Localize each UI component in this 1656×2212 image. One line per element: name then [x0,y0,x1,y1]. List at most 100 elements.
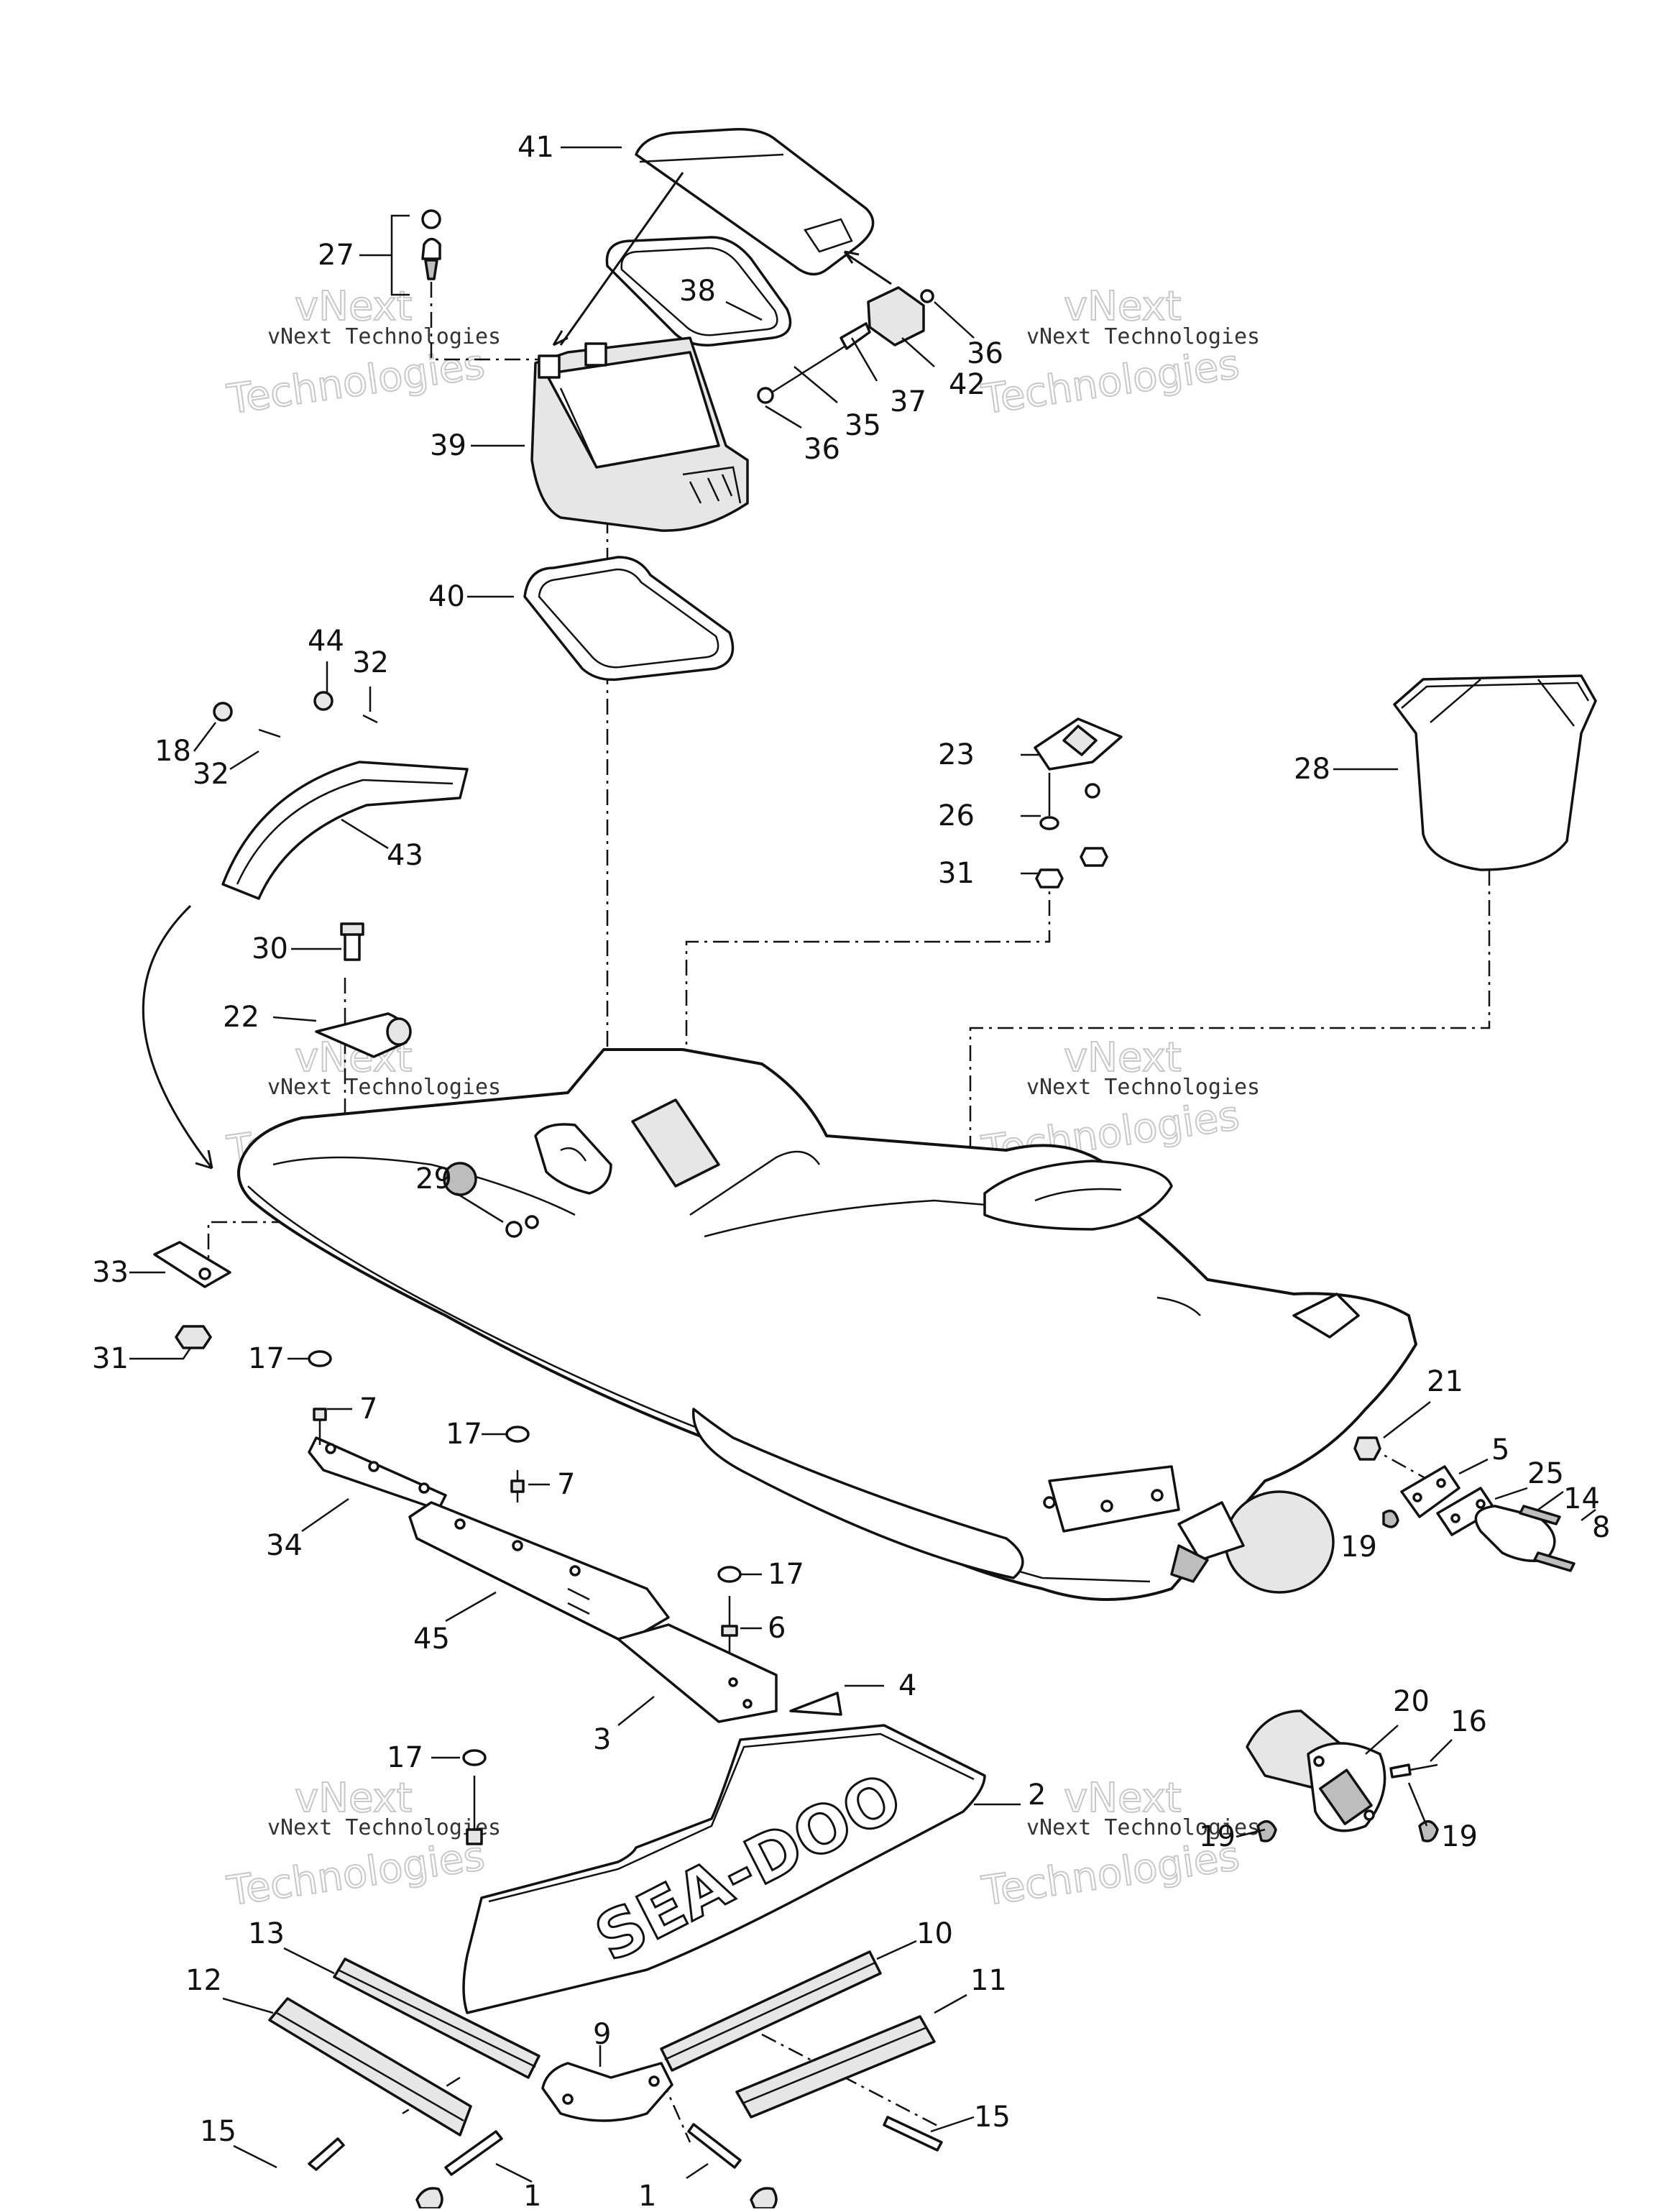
sponson-12 [268,1997,472,2137]
sponson-13 [333,1958,540,2079]
callout-45: 45 [413,1623,450,1656]
callout-41: 41 [518,131,554,164]
watermark-text: vNext Technologies [267,1815,501,1840]
callout-34: 34 [266,1529,303,1562]
curved-arrow [142,904,213,1169]
callout-33: 33 [92,1256,129,1289]
callout-31: 31 [938,857,975,890]
watermark-text: vNext Technologies [267,324,501,349]
assembly-line [207,978,346,1265]
callout-36: 36 [967,337,1003,370]
watermark-text: Technologies [224,341,487,423]
assembly-line [430,252,546,361]
callout-17: 17 [768,1558,804,1591]
callout-40: 40 [428,580,465,613]
callout-32: 32 [193,758,229,791]
bumper-9 [541,2062,673,2122]
callout-38: 38 [679,275,716,308]
callout-16: 16 [1450,1705,1487,1738]
leader-lines [129,146,1596,2183]
grab-handle-43 [213,691,469,900]
callout-44: 44 [308,625,344,658]
callout-3: 3 [593,1723,611,1756]
callout-1: 1 [638,2180,656,2208]
clip-27 [421,209,441,280]
callout-17: 17 [446,1418,482,1451]
pad-3 [617,1623,778,1723]
callout-36: 36 [804,433,840,466]
callout-7: 7 [359,1392,377,1426]
watermark-text: vNext [295,283,413,330]
watermark-top-right: vNext Technologies vNext Technologies [978,283,1260,424]
assembly-line [685,870,1051,1107]
callout-19: 19 [1340,1530,1377,1564]
callout-21: 21 [1427,1365,1463,1398]
callout-19: 19 [1441,1820,1478,1853]
rear-eye-hardware [1353,1436,1576,1572]
mat-2: SEA-DOO [462,1724,986,2014]
callout-17: 17 [248,1342,285,1375]
pad-45 [408,1501,670,1644]
storage-lid-41 [635,128,875,276]
bracket-23 [1034,717,1123,889]
callout-39: 39 [430,429,466,462]
callout-29: 29 [415,1162,452,1196]
watermark-text: vNext [1064,1034,1182,1081]
callout-9: 9 [593,2018,611,2051]
watermark-text: vNext Technologies [1026,324,1260,349]
callout-27: 27 [318,239,354,272]
watermark-text: vNext [1064,283,1182,330]
sponson-11 [735,2015,936,2119]
lid-gasket-38 [605,236,792,347]
watermark-text: Technologies [224,1832,487,1915]
watermark-text: vNext [295,1775,413,1822]
callout-20: 20 [1393,1685,1430,1718]
callout-43: 43 [387,839,423,872]
callout-15: 15 [974,2101,1011,2134]
drain-plug-20 [1246,1710,1439,1842]
watermark-top-left: vNext Technologies vNext Technologies [224,283,501,424]
watermark-text: Technologies [979,341,1242,423]
storage-bin-28 [1393,674,1597,871]
callout-14: 14 [1563,1482,1600,1515]
callout-42: 42 [949,368,985,401]
callout-2: 2 [1028,1779,1046,1812]
callout-30: 30 [252,932,288,965]
arrow-head [195,1149,213,1170]
callout-26: 26 [938,799,975,832]
callout-18: 18 [155,735,191,768]
pad-34 [308,1436,447,1511]
callout-28: 28 [1294,753,1330,786]
plate-33-nut-31 [153,1241,231,1349]
callout-23: 23 [938,738,975,771]
callout-22: 22 [223,1001,259,1034]
assembly-arrows [552,172,892,347]
watermark-bottom-left: vNext Technologies vNext Technologies [224,1774,501,1916]
callout-5: 5 [1491,1433,1509,1467]
callout-11: 11 [970,1964,1007,1997]
callout-17: 17 [387,1741,423,1774]
callout-25: 25 [1527,1457,1564,1490]
hook-22-bolt-30 [315,922,412,1058]
rivets-7-6-17 [308,1350,742,1845]
callout-31: 31 [92,1342,129,1375]
callout-12: 12 [185,1964,222,1997]
callout-37: 37 [890,385,926,418]
latch-42 [867,286,934,347]
callout-10: 10 [916,1917,953,1950]
callout-15: 15 [200,2115,236,2148]
watermark-text: vNext Technologies [267,1075,501,1100]
rivets-15-1 [308,2116,943,2210]
callout-6: 6 [768,1612,786,1645]
callout-1: 1 [523,2180,541,2208]
assembly-line [761,2033,942,2129]
watermark-text: vNext Technologies [1026,1075,1260,1100]
hull-body [237,1048,1417,1601]
bin-gasket-40 [523,556,735,682]
sponson-10 [660,1950,882,2072]
callout-labels: 41 27 38 36 42 37 35 36 39 40 44 32 18 3… [92,131,1610,2212]
assembly-line [969,870,1491,1186]
watermark-text: vNext [1064,1775,1182,1822]
